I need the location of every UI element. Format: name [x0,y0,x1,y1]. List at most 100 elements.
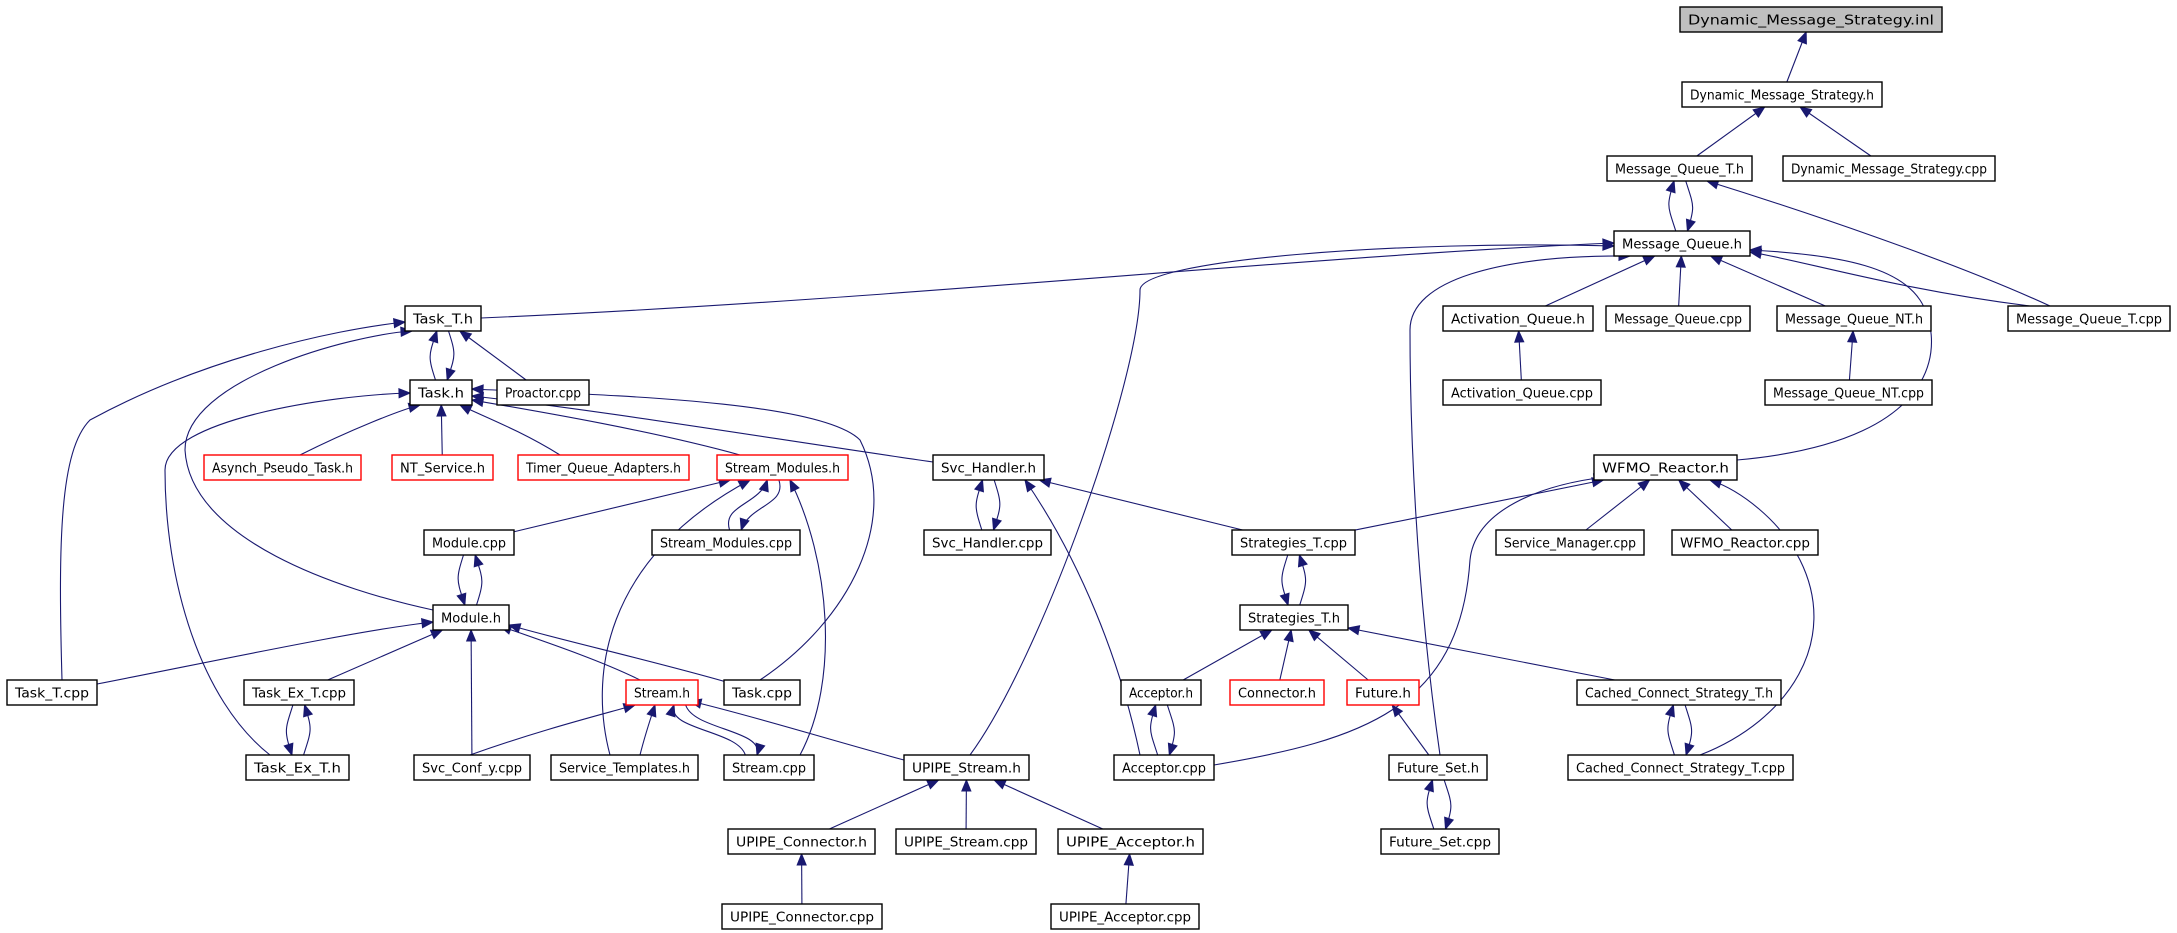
node-strt-cpp[interactable]: Strategies_T.cpp [1231,529,1356,556]
arrowhead [456,592,467,607]
node-box [1776,305,1932,332]
node-upipe-acc-cpp[interactable]: UPIPE_Acceptor.cpp [1050,903,1200,930]
node-box [651,529,801,556]
node-taskext-h[interactable]: Task_Ex_T.h [245,754,350,781]
node-taskt-cpp[interactable]: Task_T.cpp [6,679,98,706]
edge-line [1736,249,1932,461]
node-wfmo-cpp[interactable]: WFMO_Reactor.cpp [1671,529,1819,556]
node-box [1671,529,1819,556]
arrowhead [1642,255,1656,266]
edge-line [471,395,934,463]
edge-line [1706,180,2051,307]
edge-line [829,779,939,830]
node-tqa[interactable]: Timer_Queue_Adapters.h [517,454,690,481]
arrowhead [1391,703,1404,718]
node-upipe-stream-h[interactable]: UPIPE_Stream.h [903,754,1030,781]
node-box [496,379,590,406]
node-module-cpp[interactable]: Module.cpp [423,529,515,556]
node-proactor-cpp[interactable]: Proactor.cpp [496,379,590,406]
node-wfmo-h[interactable]: WFMO_Reactor.h [1593,454,1738,481]
node-upipe-stream-cpp[interactable]: UPIPE_Stream.cpp [895,828,1037,855]
node-future-h[interactable]: Future.h [1346,679,1420,706]
node-box [550,754,699,781]
node-ccst-h[interactable]: Cached_Connect_Strategy_T.h [1576,679,1782,706]
node-label: Task_T.h [412,312,473,328]
node-task-h[interactable]: Task.h [409,379,473,406]
edge-wfmo_h-to-mq_h [1736,245,1932,461]
node-label: NT_Service.h [400,461,485,477]
node-mqt-h[interactable]: Message_Queue_T.h [1606,155,1753,182]
node-label: Task.cpp [731,686,792,702]
edge-line [499,625,641,681]
edge-line [59,321,406,681]
node-acceptor-h[interactable]: Acceptor.h [1120,679,1202,706]
arrowhead [1307,629,1322,642]
node-actq-cpp[interactable]: Activation_Queue.cpp [1442,379,1602,406]
node-mqnt-h[interactable]: Message_Queue_NT.h [1776,305,1932,332]
node-label: Svc_Handler.h [941,461,1036,477]
node-futset-h[interactable]: Future_Set.h [1388,754,1488,781]
node-acceptor-cpp[interactable]: Acceptor.cpp [1113,754,1215,781]
arrowhead [1444,816,1455,831]
node-box [895,828,1037,855]
node-box [1576,679,1782,706]
arrowhead [1514,329,1525,343]
node-smod-h[interactable]: Stream_Modules.h [716,454,849,481]
edge-mqt_h-to-mq_h [1685,180,1696,233]
node-task-cpp[interactable]: Task.cpp [723,679,801,706]
node-module-h[interactable]: Module.h [432,604,510,631]
arrowhead [1709,255,1724,266]
edge-svcconf_cpp-to-module_h [465,628,477,756]
node-connector-h[interactable]: Connector.h [1229,679,1325,706]
arrowhead [445,367,456,382]
edge-line [689,700,905,761]
arrowhead [758,478,769,493]
arrowhead [739,517,750,532]
node-label: Future.h [1355,686,1411,702]
node-asynch[interactable]: Asynch_Pseudo_Task.h [203,454,362,481]
node-actq-h[interactable]: Activation_Queue.h [1442,305,1594,332]
edge-line [685,704,758,756]
node-label: Stream_Modules.h [725,461,840,477]
node-svch-cpp[interactable]: Svc_Handler.cpp [923,529,1052,556]
edge-taskext_h-to-task_h [164,388,412,756]
edge-line [1585,479,1650,531]
node-smod-cpp[interactable]: Stream_Modules.cpp [651,529,801,556]
edge-mqnt_h-to-mq_h [1709,255,1826,307]
node-stream-h[interactable]: Stream.h [625,679,699,706]
node-mq-cpp[interactable]: Message_Queue.cpp [1605,305,1751,332]
node-upipe-conn-cpp[interactable]: UPIPE_Connector.cpp [721,903,883,930]
arrowhead [646,703,657,718]
edge-task_h-to-taskt_h [428,329,439,381]
node-ccst-cpp[interactable]: Cached_Connect_Strategy_T.cpp [1567,754,1794,781]
node-strt-h[interactable]: Strategies_T.h [1239,604,1349,631]
node-taskt-h[interactable]: Task_T.h [404,305,482,332]
node-label: UPIPE_Stream.cpp [904,835,1028,851]
edge-line [1347,627,1615,681]
arrowhead [961,778,972,792]
edge-acceptor_h-to-acceptor_cpp [1166,704,1178,757]
node-ntsvc[interactable]: NT_Service.h [391,454,494,481]
node-label: Stream.h [634,686,690,702]
node-upipe-acc-h[interactable]: UPIPE_Acceptor.h [1057,828,1204,855]
node-dms-cpp[interactable]: Dynamic_Message_Strategy.cpp [1782,155,1996,182]
node-svctempl-h[interactable]: Service_Templates.h [550,754,699,781]
edge-svcmgr_cpp-to-wfmo_h [1585,479,1651,531]
node-futset-cpp[interactable]: Future_Set.cpp [1380,828,1500,855]
node-label: Message_Queue_NT.h [1785,312,1923,328]
node-svcconf-cpp[interactable]: Svc_Conf_y.cpp [413,754,531,781]
node-svch-h[interactable]: Svc_Handler.h [932,454,1045,481]
arrowhead [1748,245,1762,256]
node-dms-h[interactable]: Dynamic_Message_Strategy.h [1681,81,1883,108]
node-svcmgr-cpp[interactable]: Service_Manager.cpp [1495,529,1645,556]
node-label: Activation_Queue.cpp [1451,386,1593,402]
node-upipe-conn-h[interactable]: UPIPE_Connector.h [727,828,876,855]
node-box [413,754,531,781]
node-mqt-cpp[interactable]: Message_Queue_T.cpp [2007,305,2171,332]
node-stream-cpp[interactable]: Stream.cpp [723,754,815,781]
node-box [1380,828,1500,855]
node-mq-h[interactable]: Message_Queue.h [1613,230,1751,257]
node-mqnt-cpp[interactable]: Message_Queue_NT.cpp [1764,379,1933,406]
node-taskext-cpp[interactable]: Task_Ex_T.cpp [243,679,355,706]
